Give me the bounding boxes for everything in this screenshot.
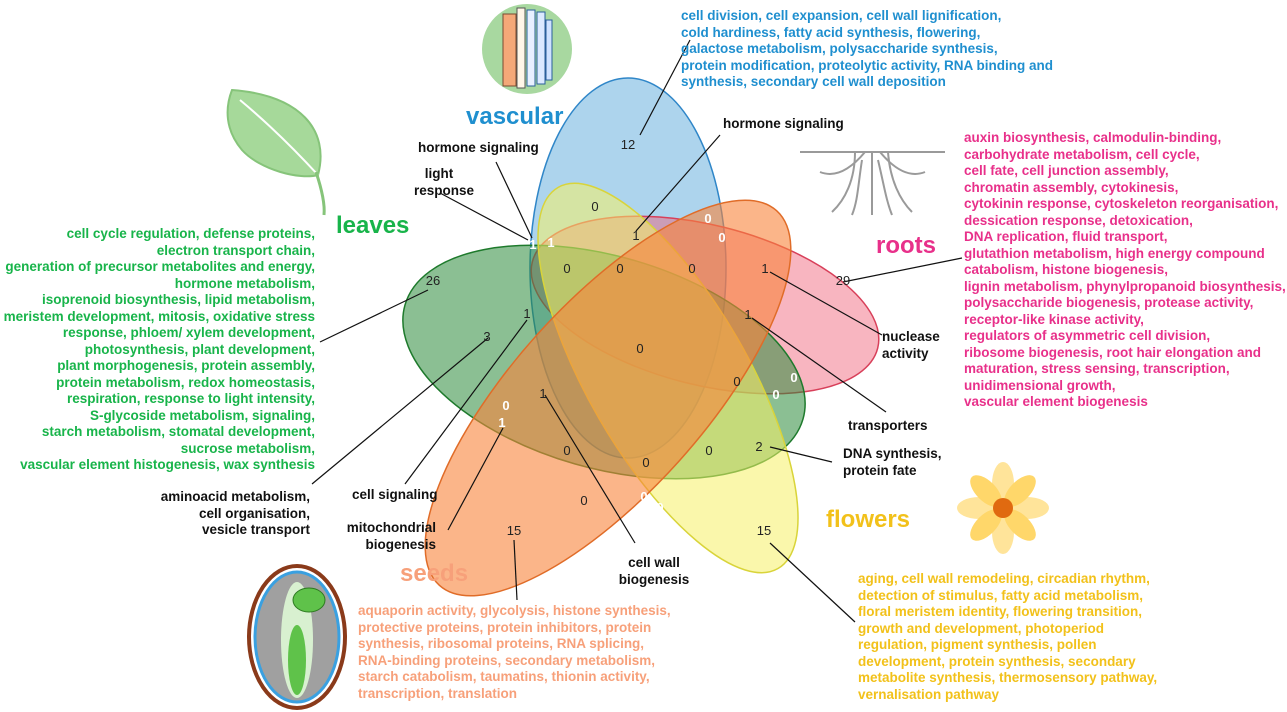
count-label: 0: [563, 261, 570, 276]
count-label: 1: [632, 228, 639, 243]
flowers-terms: aging, cell wall remodeling, circadian r…: [858, 571, 1158, 702]
count-label: 0: [790, 370, 797, 385]
count-label: 0: [563, 443, 570, 458]
count-label: 0: [718, 230, 725, 245]
count-label: 0: [688, 261, 695, 276]
leaves-title: leaves: [336, 212, 410, 239]
count-label: 1: [529, 237, 536, 252]
count-label: 0: [733, 374, 740, 389]
count-label: 0: [656, 500, 663, 515]
annotation-hormone-signaling-leaves: hormone signaling: [418, 140, 539, 155]
annotation-light-response: light response: [414, 166, 475, 198]
annotation-cell-signaling: cell signaling: [352, 487, 438, 502]
roots-title: roots: [876, 232, 936, 259]
unique-counts: 12 26 29 15 15: [426, 137, 850, 538]
count-label: 0: [705, 443, 712, 458]
annotation-aminoacid-metabolism: aminoacid metabolism, cell organisation,…: [160, 489, 310, 537]
count-label: 1: [547, 235, 554, 250]
annotation-dna-synthesis: DNA synthesis, protein fate: [843, 446, 942, 478]
count-label: 0: [591, 199, 598, 214]
count-label: 1: [761, 261, 768, 276]
count-label: 1: [744, 307, 751, 322]
roots-terms: auxin biosynthesis, calmodulin-binding, …: [964, 130, 1286, 409]
roots-unique-count: 29: [836, 273, 850, 288]
leaves-unique-count: 26: [426, 273, 440, 288]
count-label: 0: [502, 398, 509, 413]
root-icon: [800, 151, 945, 216]
annotation-mitochondrial-biogenesis: mitochondrial biogenesis: [346, 520, 436, 552]
annotation-transporters: transporters: [848, 418, 928, 433]
count-label: 3: [483, 329, 490, 344]
flowers-unique-count: 15: [757, 523, 771, 538]
annotation-hormone-signaling-vascular: hormone signaling: [723, 116, 844, 131]
count-label: 1: [523, 306, 530, 321]
vascular-tissue-icon: [482, 4, 572, 94]
leaves-terms: cell cycle regulation, defense proteins,…: [3, 226, 315, 472]
count-label: 0: [580, 493, 587, 508]
count-label: 1: [498, 415, 505, 430]
count-label: 0: [616, 261, 623, 276]
flowers-title: flowers: [826, 506, 911, 533]
seed-icon: [247, 564, 347, 710]
vascular-unique-count: 12: [621, 137, 635, 152]
seeds-terms: aquaporin activity, glycolysis, histone …: [358, 603, 671, 701]
annotation-nuclease-activity: nuclease activity: [882, 329, 940, 361]
count-label: 0: [704, 211, 711, 226]
leader-lines: [311, 39, 963, 623]
flower-icon: [957, 462, 1049, 554]
seeds-unique-count: 15: [507, 523, 521, 538]
intersection-counts: 0 1 0 0 1 1 0 0 0 1 1 3 0 1 1 0 0 0 0 0 …: [483, 199, 797, 515]
seeds-title: seeds: [400, 560, 469, 587]
annotation-cell-wall-biogenesis: cell wall biogenesis: [618, 555, 690, 587]
vascular-title: vascular: [466, 103, 564, 130]
count-label: 0: [636, 341, 643, 356]
count-label: 0: [640, 489, 647, 504]
count-label: 0: [642, 455, 649, 470]
leaf-icon: [226, 88, 326, 216]
count-label: 1: [539, 386, 546, 401]
count-label: 2: [755, 439, 762, 454]
vascular-terms: cell division, cell expansion, cell wall…: [681, 8, 1054, 89]
seeds-ellipse: [424, 199, 792, 597]
set-ellipses: [402, 77, 880, 597]
count-label: 0: [772, 387, 779, 402]
